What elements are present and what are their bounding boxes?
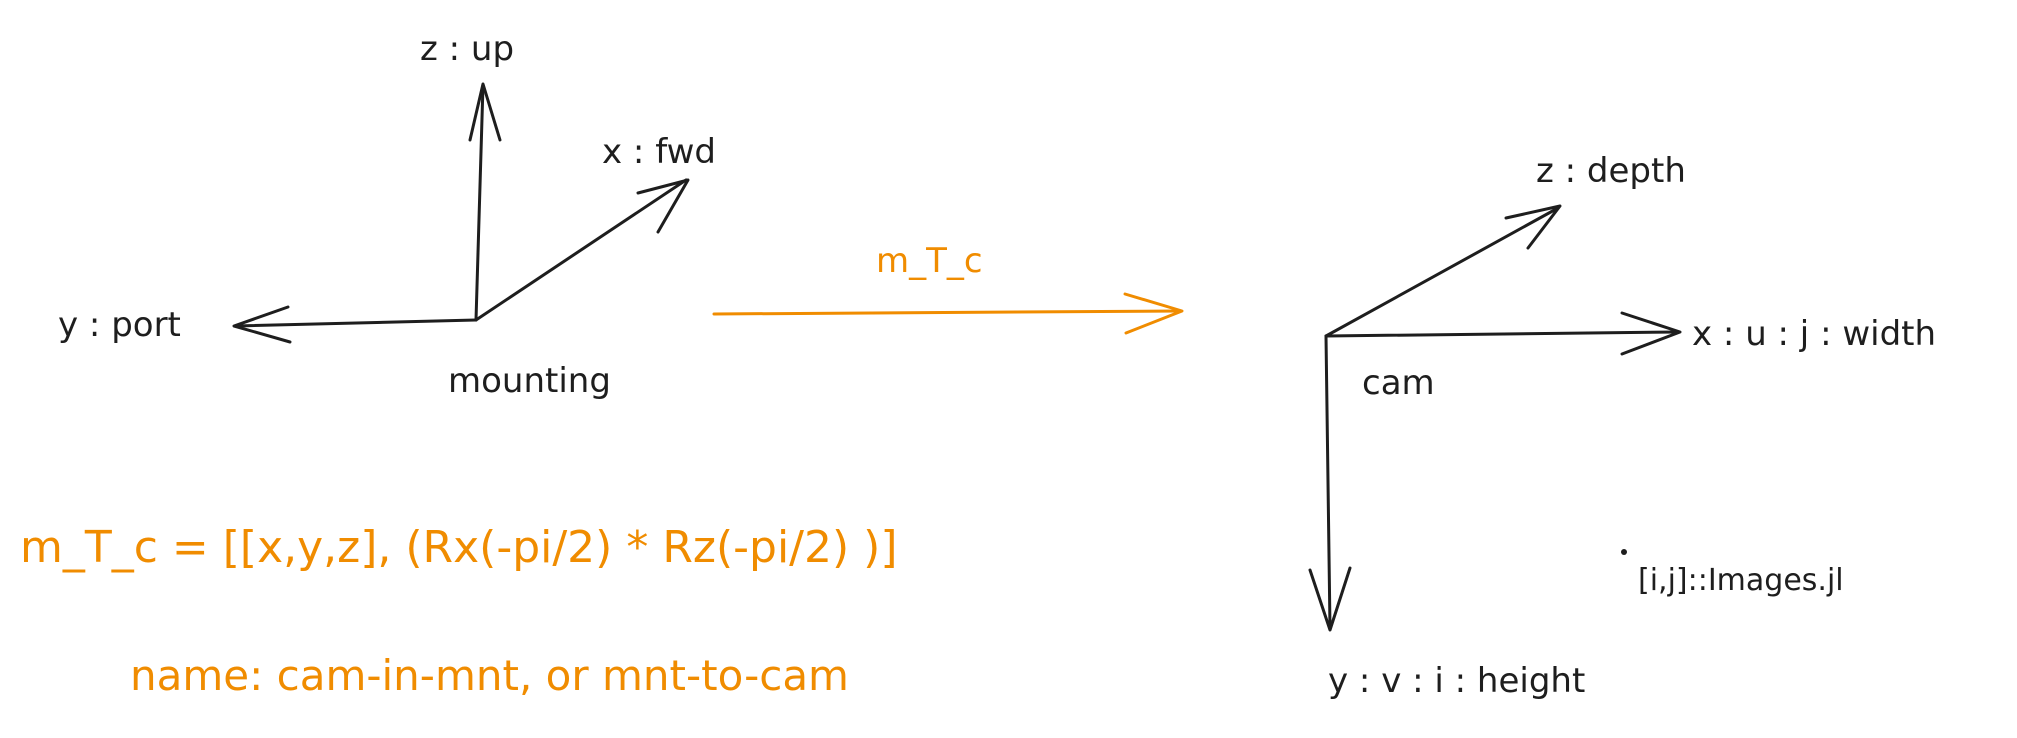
transform-label: m_T_c: [876, 241, 983, 281]
mounting-y-port-arrow: [232, 305, 478, 344]
camera-y-height-arrow: [1308, 334, 1352, 632]
camera-height-axis-label: y : v : i : height: [1328, 661, 1585, 701]
transform-equation: m_T_c = [[x,y,z], (Rx(-pi/2) * Rz(-pi/2)…: [20, 522, 898, 573]
mounting-frame: z : up x : fwd y : port mounting: [58, 29, 716, 401]
mounting-fwd-axis-label: x : fwd: [602, 132, 716, 172]
image-indexing-note: [i,j]::Images.jl: [1638, 563, 1844, 598]
camera-depth-axis-label: z : depth: [1536, 151, 1686, 191]
camera-z-depth-arrow: [1324, 204, 1562, 338]
camera-x-width-arrow: [1324, 311, 1682, 356]
transform-name-line: name: cam-in-mnt, or mnt-to-cam: [130, 651, 849, 700]
camera-frame: z : depth x : u : j : width y : v : i : …: [1308, 151, 1936, 701]
camera-frame-label: cam: [1362, 363, 1435, 403]
transform-arrow: m_T_c: [712, 241, 1184, 335]
mounting-z-up-arrow: [468, 82, 502, 322]
mounting-port-axis-label: y : port: [58, 305, 181, 345]
camera-width-axis-label: x : u : j : width: [1692, 314, 1936, 354]
image-origin-dot: [1621, 549, 1627, 555]
mounting-frame-label: mounting: [448, 361, 611, 401]
mounting-up-axis-label: z : up: [420, 29, 514, 69]
mounting-x-fwd-arrow: [474, 178, 690, 322]
